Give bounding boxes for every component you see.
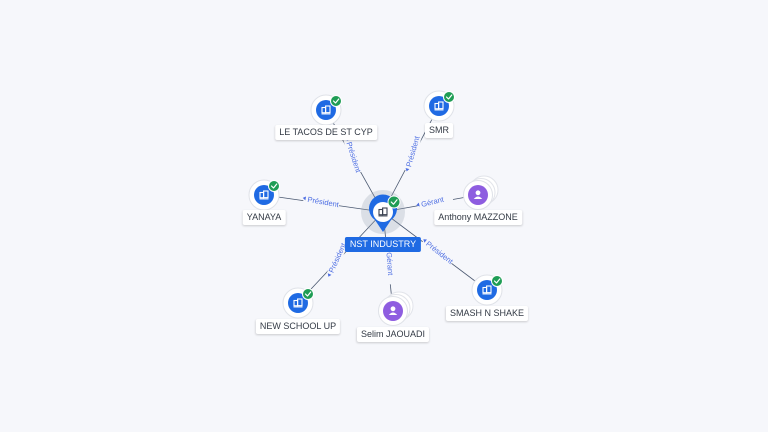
node-label[interactable]: YANAYA [242,210,286,225]
relation-text: Gérant [420,194,445,209]
relation-text: Gérant [385,252,396,276]
node-company[interactable] [471,274,503,306]
node-label[interactable]: SMASH N SHAKE [445,306,529,321]
relation-label: Président [404,134,422,172]
relation-label: Président [302,195,341,210]
building-icon [259,190,269,200]
building-icon [378,207,388,217]
arrow-icon [423,239,427,243]
node-person[interactable] [463,175,499,210]
node-label[interactable]: Anthony MAZZONE [434,210,522,225]
relation-label: Président [343,137,363,175]
check-badge-icon [491,275,503,287]
node-company[interactable] [423,90,455,122]
node-person[interactable] [378,291,414,326]
check-badge-icon [302,288,314,300]
check-badge-icon [443,91,455,103]
person-icon [473,190,483,199]
person-icon [388,306,398,315]
relation-text: Président [404,134,422,168]
node-label[interactable]: Selim JAOUADI [356,327,430,342]
edge-3: Gérant [382,193,479,213]
arrow-icon [327,273,332,277]
node-company[interactable] [248,179,280,211]
building-icon [482,285,492,295]
center-node[interactable] [361,190,405,234]
relation-text: Président [424,239,455,266]
building-icon [293,298,303,308]
relation-label: Président [421,237,455,266]
node-label[interactable]: LE TACOS DE ST CYP [275,125,377,140]
node-label[interactable]: NEW SCHOOL UP [255,319,341,334]
check-badge-icon [268,180,280,192]
arrow-icon [405,167,410,172]
arrow-icon [416,202,420,207]
relation-label: Gérant [384,247,396,285]
relation-text: Président [307,195,341,210]
node-company[interactable] [310,94,342,126]
center-node-label[interactable]: NST INDUSTRY [344,237,422,252]
building-icon [321,105,331,115]
building-icon [434,101,444,111]
check-badge-icon [330,95,342,107]
check-badge-icon [387,195,401,209]
node-company[interactable] [282,287,314,319]
relation-text: Président [344,141,363,175]
node-label[interactable]: SMR [425,123,453,138]
arrow-icon [302,196,307,201]
relation-label: Gérant [416,193,454,210]
